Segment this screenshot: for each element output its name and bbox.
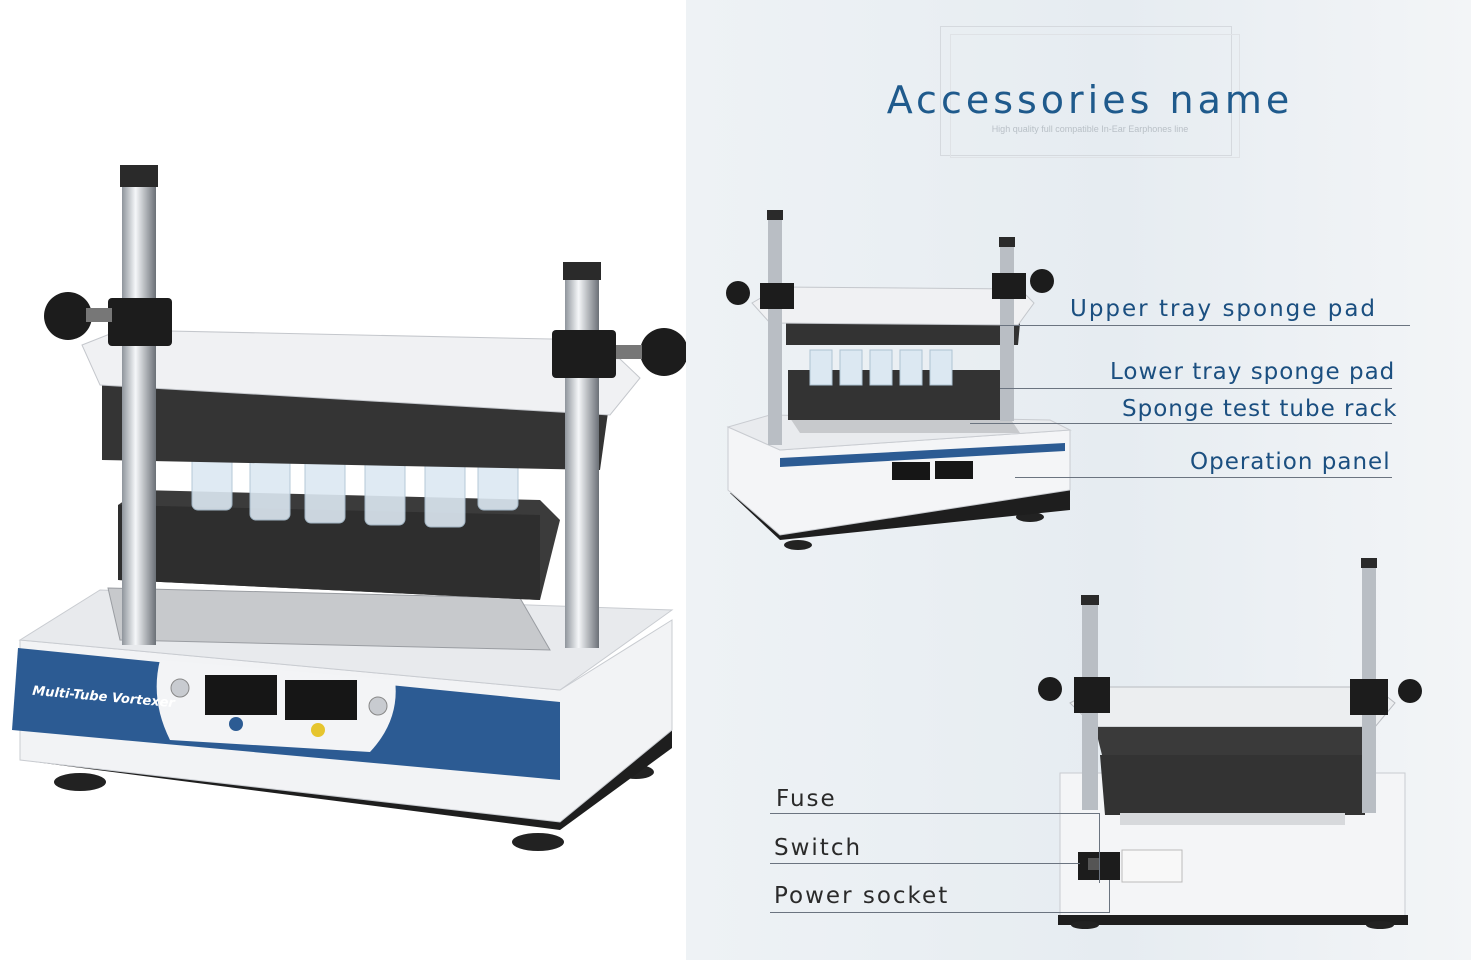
product-photo-panel: Multi-Tube Vortexer xyxy=(0,0,686,960)
title-frame-inner xyxy=(950,34,1240,158)
title-frame xyxy=(940,26,1232,156)
callout-line-power xyxy=(770,912,1110,913)
callout-line-rack xyxy=(970,423,1392,424)
callout-line-fuse-vertical xyxy=(1099,813,1100,883)
vortexer-front-view xyxy=(726,210,1072,550)
callout-operation-panel: Operation panel xyxy=(1190,449,1391,475)
callout-upper-tray-sponge-pad: Upper tray sponge pad xyxy=(1070,296,1378,322)
callout-line-switch xyxy=(770,863,1080,864)
vortexer-illustration xyxy=(12,165,686,851)
callout-line-lower xyxy=(1000,388,1392,389)
accessories-title: Accessories name xyxy=(886,78,1294,122)
callout-power-socket: Power socket xyxy=(774,883,950,909)
callout-line-panel xyxy=(1015,477,1392,478)
callout-line-fuse xyxy=(770,813,1100,814)
vortexer-back-view xyxy=(1038,558,1422,929)
callout-switch: Switch xyxy=(774,835,863,861)
callout-sponge-test-tube-rack: Sponge test tube rack xyxy=(1122,396,1398,422)
accessories-subtitle: High quality full compatible In-Ear Earp… xyxy=(991,124,1189,134)
callout-line-power-vertical xyxy=(1109,880,1110,913)
callout-lower-tray-sponge-pad: Lower tray sponge pad xyxy=(1110,359,1396,385)
callout-fuse: Fuse xyxy=(776,786,837,812)
callout-line-upper xyxy=(1000,325,1410,326)
